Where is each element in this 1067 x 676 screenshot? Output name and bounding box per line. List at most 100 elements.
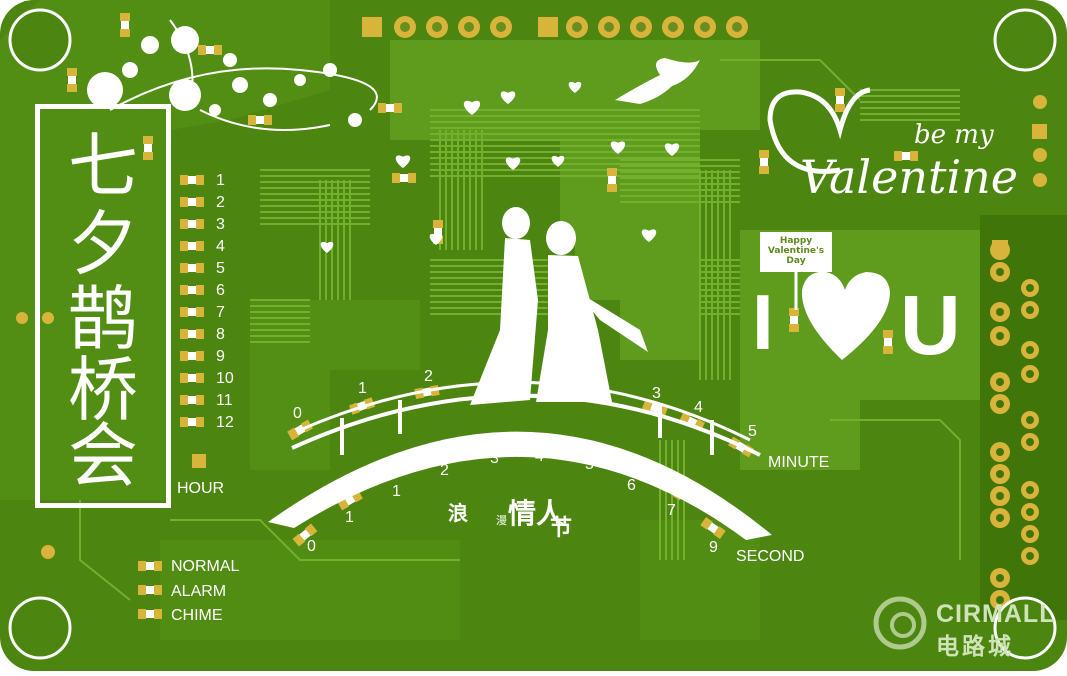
led-pad [392, 173, 400, 183]
led-body [902, 152, 910, 160]
header-pad [992, 240, 1008, 256]
header-hole [996, 470, 1004, 478]
led-body [188, 220, 196, 228]
led-pad [196, 197, 204, 207]
led-pad [759, 150, 769, 158]
led-body [188, 286, 196, 294]
header-hole [1026, 486, 1034, 494]
led-pad [180, 307, 188, 317]
banner-char: 浪 [448, 501, 468, 525]
header-hole [1026, 508, 1034, 516]
minute-tens-number: 3 [652, 385, 661, 402]
mounting-hole-icon [993, 596, 1057, 660]
led-pad [196, 417, 204, 427]
led-pad [180, 395, 188, 405]
heart-icon [500, 91, 516, 104]
led-pad [120, 29, 130, 37]
minute-units-number: 1 [392, 483, 401, 500]
title-char: 桥 [68, 349, 138, 431]
header-hole [996, 514, 1004, 522]
led-pad [713, 526, 726, 539]
hour-number: 12 [216, 414, 234, 431]
led-pad [180, 351, 188, 361]
led-body [188, 242, 196, 250]
led-body [884, 338, 892, 346]
led-pad [378, 103, 386, 113]
led-pad [196, 307, 204, 317]
led-body [188, 330, 196, 338]
heart-icon [395, 155, 411, 168]
header-hole [996, 448, 1004, 456]
led-pad [700, 517, 713, 530]
led-body [608, 176, 616, 184]
banner-char: 节 [550, 516, 573, 541]
title-char: 七 [68, 125, 138, 207]
mode-alarm: ALARM [171, 583, 227, 600]
header-hole [604, 22, 614, 32]
led-component [883, 330, 893, 354]
led-body [146, 562, 154, 570]
hour-number: 8 [216, 326, 225, 343]
led-body [299, 529, 311, 541]
led-pad [408, 173, 416, 183]
mode-chime: CHIME [171, 607, 223, 624]
led-pad [143, 152, 153, 160]
led-body [206, 46, 214, 54]
led-component [67, 68, 77, 92]
led-body [188, 176, 196, 184]
sign-icon [760, 232, 832, 272]
led-component [180, 263, 204, 273]
led-pad [196, 263, 204, 273]
led-body [386, 104, 394, 112]
led-body [760, 158, 768, 166]
mounting-hole-icon [993, 8, 1057, 72]
led-pad [154, 609, 162, 619]
header-hole [700, 22, 710, 32]
led-pad [910, 151, 918, 161]
heart-icon [505, 157, 521, 170]
led-body [188, 396, 196, 404]
led-component [248, 115, 272, 125]
copper-pour [0, 0, 330, 500]
minute-tens-number: 4 [694, 399, 703, 416]
second-label: SECOND [736, 548, 805, 565]
header-hole [668, 22, 678, 32]
led-pad [180, 417, 188, 427]
cirmall-logo-icon [873, 596, 927, 650]
led-pad [196, 285, 204, 295]
copper-pour [740, 230, 980, 470]
hour-number: 2 [216, 194, 225, 211]
header-hole [996, 492, 1004, 500]
header-hole [636, 22, 646, 32]
header-hole [464, 22, 474, 32]
header-hole [996, 268, 1004, 276]
hour-number: 6 [216, 282, 225, 299]
hour-number: 7 [216, 304, 225, 321]
led-pad [835, 104, 845, 112]
led-pad [883, 346, 893, 354]
minute-units-number: 3 [490, 450, 499, 467]
hour-number: 5 [216, 260, 225, 277]
header-hole [400, 22, 410, 32]
led-pad [789, 324, 799, 332]
heart-icon [320, 241, 334, 253]
led-pad [120, 13, 130, 21]
banner-char: 情人 [508, 497, 565, 530]
header-hole [996, 378, 1004, 386]
led-pad [264, 115, 272, 125]
led-component [607, 168, 617, 192]
copper-pour [575, 210, 700, 360]
header-hole [1026, 306, 1034, 314]
via-pad [42, 312, 54, 324]
led-pad [180, 197, 188, 207]
led-pad [894, 151, 902, 161]
led-component [180, 285, 204, 295]
led-component [180, 351, 204, 361]
led-body [188, 308, 196, 316]
header-hole [996, 308, 1004, 316]
via-pad [1033, 148, 1047, 162]
happy-valentines-sign-text: Happy Valentine's Day [767, 236, 825, 266]
led-pad [154, 585, 162, 595]
heart-icon [641, 229, 657, 242]
led-body [188, 352, 196, 360]
